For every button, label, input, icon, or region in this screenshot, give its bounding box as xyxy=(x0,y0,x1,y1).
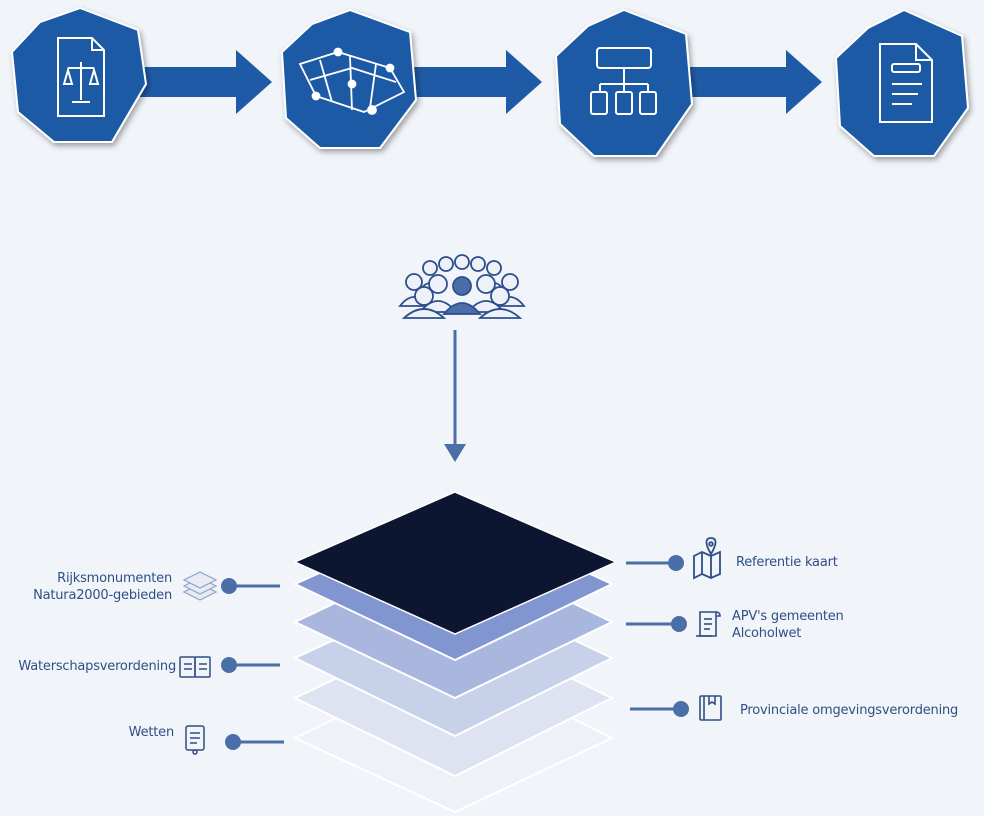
label-line: Wetten xyxy=(128,725,175,740)
flow-arrow-2 xyxy=(410,50,542,114)
book-icon xyxy=(699,695,722,721)
people-group-icon xyxy=(398,254,526,319)
label-line: Referentie kaart xyxy=(736,555,838,570)
layer-1-top xyxy=(293,491,618,635)
label-line: Rijksmonumenten xyxy=(57,571,172,586)
layer-stack xyxy=(292,491,618,814)
law-document-icon xyxy=(185,725,205,755)
label-wetten: Wetten xyxy=(128,724,175,741)
stacked-layers-icon xyxy=(182,571,218,601)
label-referentie-kaart: Referentie kaart xyxy=(736,554,838,571)
label-waterschapsverordening: Waterschapsverordening xyxy=(18,658,176,675)
connector-left-2 xyxy=(221,657,280,673)
label-apv-gemeenten: APV's gemeenten Alcoholwet xyxy=(732,608,844,642)
hierarchy-chart-icon xyxy=(590,47,657,115)
process-step-document xyxy=(834,8,970,157)
label-line: APV's gemeenten xyxy=(732,609,844,624)
connector-right-3 xyxy=(630,701,689,717)
process-step-map xyxy=(280,8,418,149)
label-provinciale-omgevingsverordening: Provinciale omgevingsverordening xyxy=(740,702,958,719)
map-pin-icon xyxy=(693,537,721,580)
label-line: Provinciale omgevingsverordening xyxy=(740,703,959,718)
connector-right-1 xyxy=(626,555,684,571)
legal-document-icon xyxy=(57,37,105,117)
flow-arrow-3 xyxy=(690,50,822,114)
down-arrow xyxy=(444,330,466,462)
connector-left-3 xyxy=(225,734,284,750)
connector-right-2 xyxy=(626,616,687,632)
label-line: Waterschapsverordening xyxy=(18,659,176,674)
label-line: Alcoholwet xyxy=(732,626,802,641)
document-icon xyxy=(879,43,933,123)
map-network-icon xyxy=(298,47,406,115)
scroll-icon xyxy=(696,611,721,637)
process-step-legal xyxy=(10,6,148,143)
open-book-icon xyxy=(179,656,211,678)
flow-arrow-1 xyxy=(140,50,272,114)
connector-left-1 xyxy=(221,578,280,594)
label-rijksmonumenten: Rijksmonumenten Natura2000-gebieden xyxy=(33,570,172,604)
label-line: Natura2000-gebieden xyxy=(33,588,172,603)
process-step-hierarchy xyxy=(554,8,694,157)
